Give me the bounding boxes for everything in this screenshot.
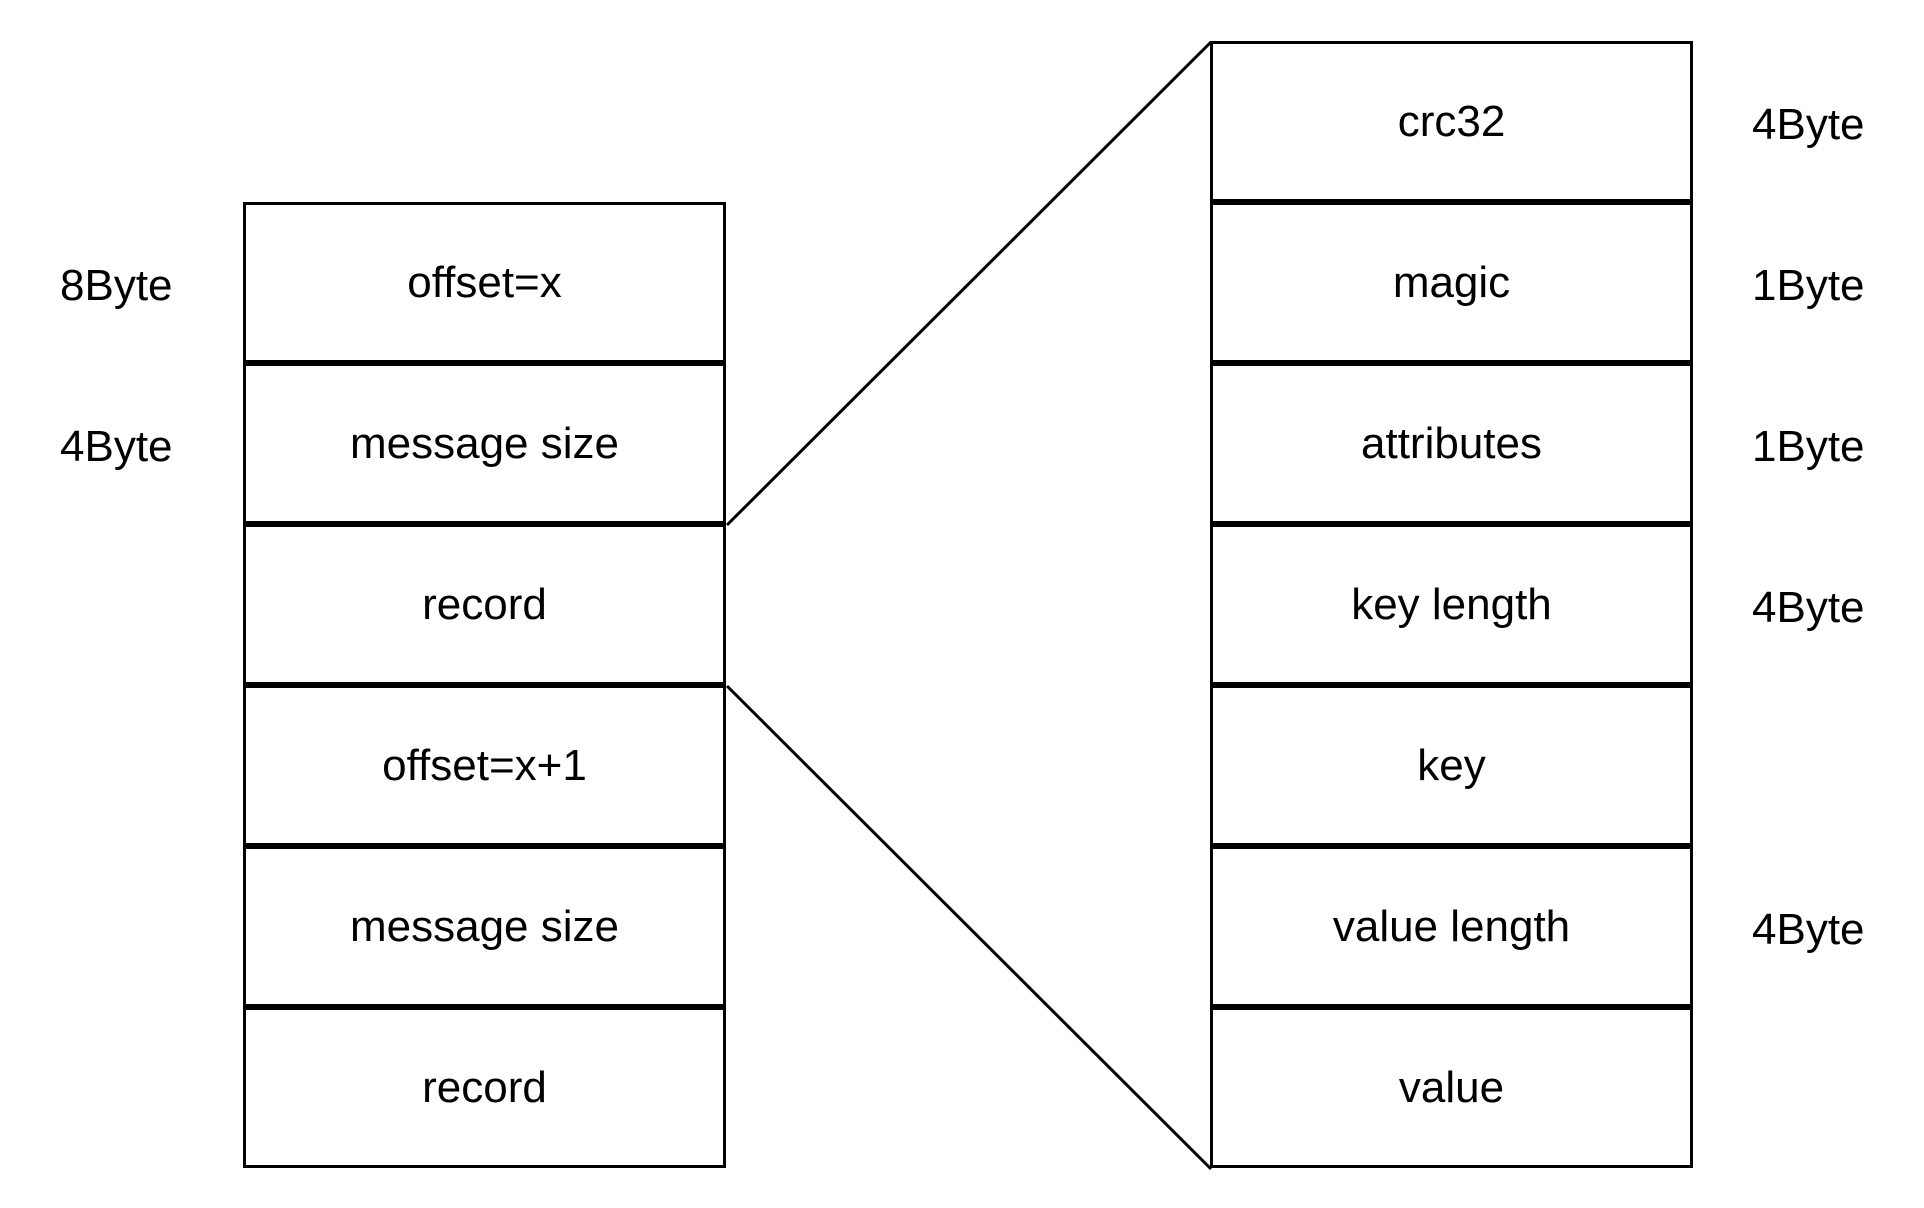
record-field-value-length: value length <box>1210 846 1693 1007</box>
log-cell-label: record <box>422 1062 547 1112</box>
size-label-attributes: 1Byte <box>1752 422 1865 471</box>
record-field-label: crc32 <box>1397 96 1506 146</box>
record-field-value: value <box>1210 1007 1693 1168</box>
log-cell-label: offset=x+1 <box>382 740 587 790</box>
log-cell-label: message size <box>349 901 619 951</box>
size-label-offset: 8Byte <box>60 261 173 310</box>
record-field-label: magic <box>1392 257 1511 307</box>
size-label-key-length: 4Byte <box>1752 583 1865 632</box>
record-field-key-length: key length <box>1210 524 1693 685</box>
connector-line-bottom <box>725 684 1213 1171</box>
log-cell-label: message size <box>349 418 619 468</box>
record-field-label: key <box>1417 740 1486 790</box>
size-label-message-size: 4Byte <box>60 422 173 471</box>
size-label-value-length: 4Byte <box>1752 905 1865 954</box>
log-cell-record-next: record <box>243 1007 726 1168</box>
log-cell-offset-next: offset=x+1 <box>243 685 726 846</box>
record-field-label: key length <box>1351 579 1552 629</box>
size-label-crc32: 4Byte <box>1752 100 1865 149</box>
record-field-label: value <box>1398 1062 1505 1112</box>
log-cell-label: record <box>422 579 547 629</box>
record-field-key: key <box>1210 685 1693 846</box>
log-cell-message-size-next: message size <box>243 846 726 1007</box>
record-field-label: attributes <box>1361 418 1542 468</box>
log-cell-message-size: message size <box>243 363 726 524</box>
size-label-magic: 1Byte <box>1752 261 1865 310</box>
connector-line-top <box>725 40 1213 527</box>
log-cell-label: offset=x <box>407 257 562 307</box>
log-cell-offset: offset=x <box>243 202 726 363</box>
record-field-label: value length <box>1332 901 1571 951</box>
record-field-crc32: crc32 <box>1210 41 1693 202</box>
record-field-magic: magic <box>1210 202 1693 363</box>
log-cell-record: record <box>243 524 726 685</box>
record-field-attributes: attributes <box>1210 363 1693 524</box>
